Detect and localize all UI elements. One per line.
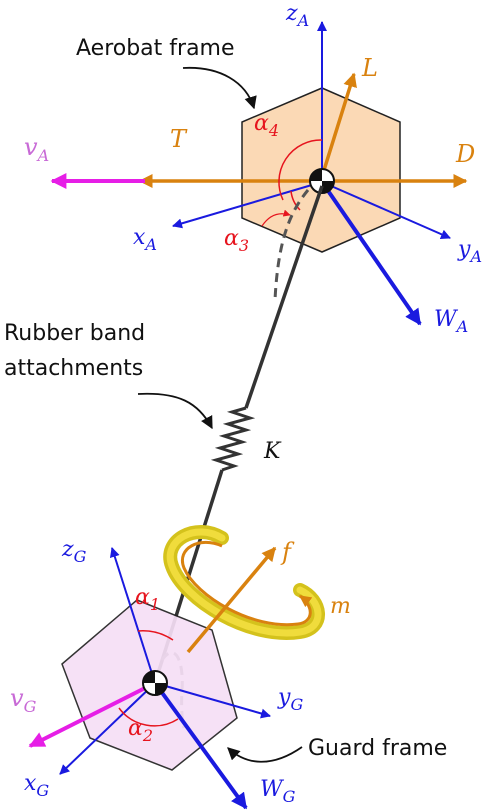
alpha3-pointer (261, 209, 291, 227)
moment-arrow (180, 540, 313, 627)
alpha1-arc (137, 630, 174, 641)
rubber-band-dashed-aerobat (273, 189, 310, 301)
yG-axis (154, 682, 271, 719)
rubber-band-callout-pointer (137, 392, 213, 430)
yA-label: yA (457, 237, 482, 266)
xA-axis (172, 181, 323, 229)
alpha3-label: α3 (224, 226, 249, 255)
alpha4-arc (278, 139, 323, 201)
aerobat-pivot-quadrant (322, 181, 334, 193)
zG-label: zG (61, 537, 87, 566)
xG-axis (59, 682, 156, 775)
xA-label: xA (133, 225, 157, 254)
alpha1-label: α1 (135, 585, 160, 614)
rubber-band-label-line1: Rubber band (4, 321, 145, 346)
force-f-arrow (186, 546, 277, 654)
aerobat-frame-label: Aerobat frame (76, 36, 235, 61)
alpha4-label: α4 (254, 111, 279, 140)
rubber-band-label-line2: attachments (4, 356, 143, 381)
D-label: D (455, 140, 475, 168)
aerobat-pivot-quadrant-2 (310, 169, 322, 181)
T-label: T (170, 125, 188, 153)
zG-axis (109, 547, 156, 684)
aerobat-callout-pointer (182, 67, 257, 110)
vA-label: vA (24, 133, 49, 165)
WA-arrow (320, 180, 422, 326)
lift-arrow (318, 72, 357, 184)
yA-axis (321, 181, 451, 239)
WG-arrow (153, 681, 248, 810)
xG-label: xG (24, 771, 49, 800)
zA-label: zA (285, 1, 309, 30)
f-label: f (280, 538, 295, 566)
guard-frame-label: Guard frame (308, 736, 447, 761)
moment-ring-inner (166, 528, 322, 637)
K-label: K (263, 439, 282, 464)
alpha2-label: α2 (128, 716, 153, 745)
guard-pivot-quadrant-2 (143, 671, 155, 683)
WA-label: WA (434, 307, 468, 336)
m-label: m (330, 594, 351, 619)
rubber-band-upper (244, 185, 324, 409)
vG-label: vG (10, 684, 37, 716)
guard-callout-pointer (227, 746, 303, 763)
alpha3-arc (290, 190, 301, 211)
spring-K (210, 406, 256, 472)
alpha2-arc (118, 707, 179, 727)
L-label: L (361, 54, 378, 82)
vG-arrow (28, 681, 156, 748)
guard-pivot-quadrant (155, 683, 167, 695)
yG-label: yG (277, 685, 303, 714)
WG-label: WG (260, 777, 296, 806)
